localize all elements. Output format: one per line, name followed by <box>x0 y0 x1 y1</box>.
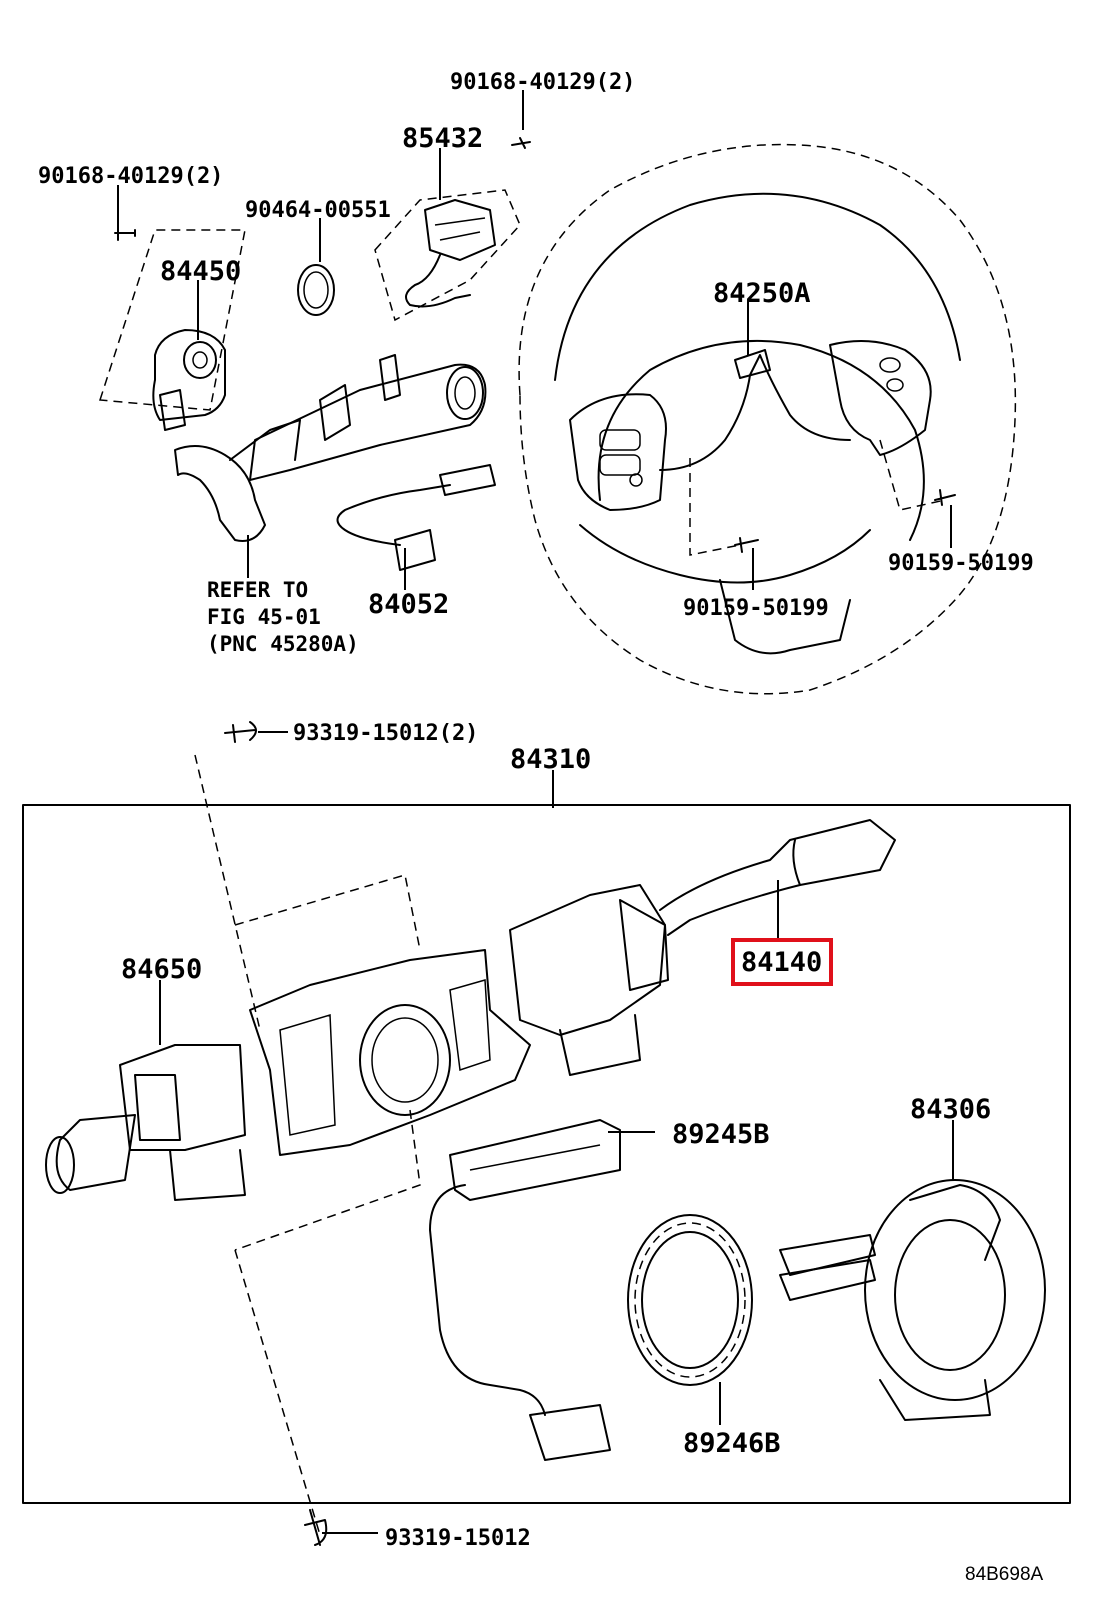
label-84306: 84306 <box>910 1094 991 1125</box>
steering-wheel-illustration <box>518 143 1017 695</box>
label-84650: 84650 <box>121 954 202 985</box>
label-90159-50199-mid: 90159-50199 <box>683 596 829 621</box>
label-89246b: 89246B <box>683 1428 781 1459</box>
label-90168-40129-left: 90168-40129(2) <box>38 164 223 189</box>
callout-labels: 90168-40129(2) 85432 90168-40129(2) 9046… <box>38 70 1044 1585</box>
label-84310: 84310 <box>510 744 591 775</box>
label-84140: 84140 <box>741 947 822 978</box>
combination-switch-illustration <box>45 754 1046 1536</box>
label-89245b: 89245B <box>672 1119 770 1150</box>
label-90464-00551: 90464-00551 <box>245 198 391 223</box>
label-90168-40129-top: 90168-40129(2) <box>450 70 635 95</box>
label-84450: 84450 <box>160 256 241 287</box>
label-85432: 85432 <box>402 123 483 154</box>
screw-icons <box>224 721 328 1546</box>
steering-column-illustration <box>98 137 531 571</box>
highlight-box-84140 <box>731 938 833 986</box>
refer-line-3: (PNC 45280A) <box>207 632 359 656</box>
refer-line-1: REFER TO <box>207 578 308 602</box>
refer-line-2: FIG 45-01 <box>207 605 321 629</box>
label-93319-15012-bottom: 93319-15012 <box>385 1526 531 1551</box>
label-93319-15012-top: 93319-15012(2) <box>293 721 478 746</box>
diagram-code: 84B698A <box>965 1564 1044 1585</box>
assembly-84310-frame <box>22 804 1071 1504</box>
label-84250a: 84250A <box>713 278 811 309</box>
label-90159-50199-right: 90159-50199 <box>888 551 1034 576</box>
label-84052: 84052 <box>368 589 449 620</box>
leader-lines <box>117 90 954 1534</box>
